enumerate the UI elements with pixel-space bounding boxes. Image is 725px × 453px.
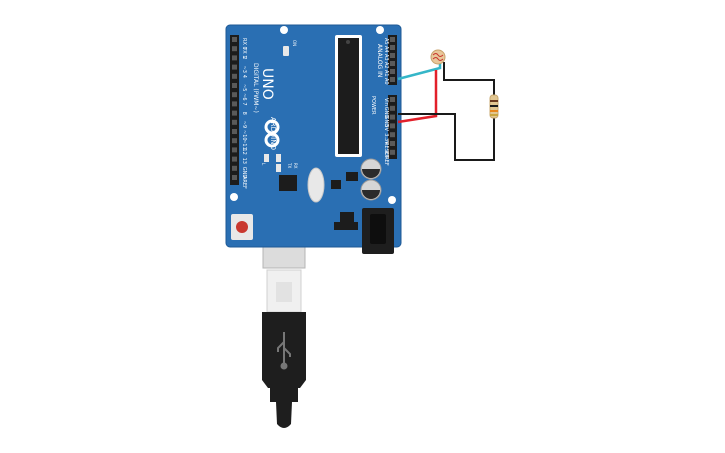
mounting-hole [376, 26, 384, 34]
digital-pin--6[interactable] [232, 92, 237, 98]
digital-pin-label: 8 [241, 112, 247, 115]
led-rx-label: RX [293, 163, 298, 169]
led-l [264, 154, 269, 162]
wire-photoresistor-5v[interactable] [397, 70, 438, 124]
power-pin-label: RESET [383, 142, 389, 159]
digital-pin-tx-1[interactable] [232, 46, 237, 52]
digital-pin-gnd[interactable] [232, 165, 237, 171]
on-label: ON [292, 40, 297, 46]
analog-pin-label: A5 [383, 38, 389, 45]
power-pin-ioref[interactable] [390, 149, 395, 155]
model-label: UNO [259, 68, 275, 100]
digital-pin-13[interactable] [232, 156, 237, 162]
wire-resistor-gnd[interactable] [398, 113, 495, 161]
analog-pin-a5[interactable] [390, 37, 395, 42]
power-pin-label: IOREF [383, 151, 389, 166]
crystal-oscillator [307, 167, 325, 203]
digital-pin-label: 13 [241, 158, 247, 164]
digital-pin-label: ~5 [241, 84, 247, 91]
digital-pin-rx-0[interactable] [232, 37, 237, 42]
mounting-hole [230, 193, 238, 201]
usb-symbol-icon [277, 332, 291, 370]
power-pin-vin[interactable] [390, 97, 395, 102]
power-pin-label: GND [383, 116, 389, 128]
digital-pin-label: 2 [241, 56, 247, 59]
photoresistor[interactable] [430, 49, 446, 65]
atmega-chip [338, 38, 359, 154]
power-pin-3-3v[interactable] [390, 132, 395, 138]
digital-pin-label: 4 [241, 75, 247, 78]
analog-pin-a2[interactable] [390, 61, 395, 66]
photoresistor-body [430, 49, 446, 65]
digital-pin--5[interactable] [232, 83, 237, 88]
analog-pin-label: A1 [383, 70, 389, 77]
arduino-logo-icon [264, 119, 280, 148]
power-pin-label: Vin [383, 98, 389, 106]
digital-header-label: DIGITAL (PWM~) [252, 63, 259, 113]
analog-pin-label: A3 [383, 54, 389, 61]
digital-pin-8[interactable] [232, 110, 237, 116]
analog-header-label: ANALOG IN [376, 44, 383, 77]
analog-pin-a0[interactable] [390, 77, 395, 82]
power-header-label: POWER [370, 96, 376, 115]
mounting-hole [280, 26, 288, 34]
digital-pin-7[interactable] [232, 101, 237, 107]
power-pin-label: 5V [383, 124, 389, 131]
power-pin-label: 3.3V [383, 133, 389, 145]
digital-pin--10[interactable] [232, 129, 237, 134]
power-pin-gnd[interactable] [390, 105, 395, 111]
usb-cable-strain-relief [276, 402, 292, 428]
analog-pin-label: A0 [383, 78, 389, 85]
power-pin-label: GND [383, 107, 389, 119]
wire-photoresistor-a0[interactable] [397, 62, 442, 81]
analog-pin-a3[interactable] [390, 53, 395, 58]
power-pin-gnd[interactable] [390, 114, 395, 120]
digital-pin--3[interactable] [232, 64, 237, 70]
power-pin-5v[interactable] [390, 123, 395, 129]
digital-pin-4[interactable] [232, 73, 237, 79]
analog-header[interactable] [388, 35, 397, 85]
wire-photoresistor-resistor[interactable] [443, 62, 495, 95]
led-tx-label: TX [287, 162, 292, 168]
digital-pin-label: ~9 [241, 121, 247, 128]
digital-pin-label: AREF [241, 176, 247, 189]
digital-header[interactable] [230, 35, 239, 185]
digital-pin-label: ~6 [241, 93, 247, 100]
resistor[interactable] [489, 94, 499, 119]
analog-pin-label: A2 [383, 62, 389, 69]
digital-pin-12[interactable] [232, 147, 237, 153]
digital-pin-label: TX 1 [241, 46, 247, 58]
digital-pin-label: 7 [241, 102, 247, 105]
digital-pin--9[interactable] [232, 119, 237, 125]
voltage-regulator [340, 212, 354, 222]
digital-pin-label: ~10 [241, 130, 247, 141]
led-rx [276, 164, 281, 172]
digital-pin-label: 12 [241, 148, 247, 154]
power-pin-reset[interactable] [390, 141, 395, 146]
digital-pin-aref[interactable] [232, 175, 237, 180]
analog-pin-a4[interactable] [390, 45, 395, 50]
on-led [283, 46, 289, 56]
digital-pin-label: RX 0 [241, 38, 247, 50]
reset-button-cap[interactable] [236, 221, 248, 233]
analog-pin-label: A4 [383, 46, 389, 53]
led-tx [276, 154, 281, 162]
digital-pin-label: ~3 [241, 66, 247, 73]
led-l-label: L [261, 163, 266, 166]
analog-pin-a1[interactable] [390, 69, 395, 74]
wires[interactable] [397, 62, 495, 161]
digital-pin-label: GND [241, 167, 247, 179]
brand-label: ARDUINO [269, 117, 277, 150]
usb-chip [279, 175, 297, 191]
mounting-hole [388, 196, 396, 204]
digital-pin-2[interactable] [232, 55, 237, 61]
digital-pin-label: ~11 [241, 139, 247, 150]
digital-pin--11[interactable] [232, 138, 237, 144]
